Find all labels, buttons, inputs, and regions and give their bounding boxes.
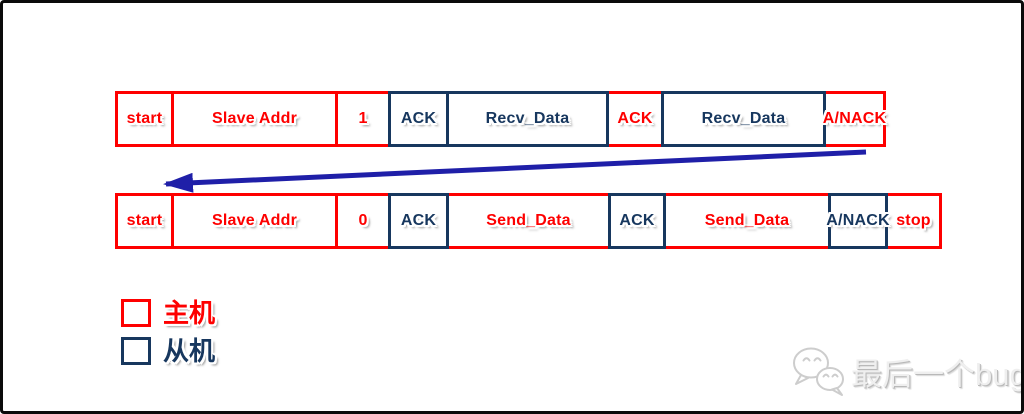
slave-swatch [121,337,151,365]
frame-cell-ack: ACK [606,91,664,147]
frame-cell-a-nack: A/NACK [826,193,890,249]
frame-cell-send-data: Send_Data [663,193,831,249]
frame-cell-label: Recv_Data [485,110,570,127]
frame-cell-label: A/NACK [826,212,890,229]
legend-item-slave: 从机 [121,337,215,365]
frame-cell-ack: ACK [608,193,666,249]
legend-label-slave: 从机 [163,336,216,366]
watermark: 最后一个bug [789,343,1024,399]
frame-cell-label: start [126,110,163,127]
frame-cell-send-data: Send_Data [446,193,611,249]
frame-cell-label: start [126,212,163,229]
legend-label-master: 主机 [163,298,216,328]
frame-cell-label: Recv_Data [701,110,786,127]
frame-cell-ack: ACK [388,91,449,147]
frame-cell-1: 1 [335,91,391,147]
frame-cell-ack: ACK [388,193,449,249]
frame-cell-label: ACK [619,212,655,229]
frame-cell-label: Slave Addr [212,212,297,229]
frame-cell-label: Send_Data [486,212,571,229]
frame-cell-recv-data: Recv_Data [661,91,826,147]
master-swatch [121,299,151,327]
frame-cell-label: Slave Addr [212,110,297,127]
legend: 主机 从机 [121,299,215,375]
frame-cell-a-nack: A/NACK [823,91,886,147]
frame-cell-label: stop [896,212,931,229]
legend-item-master: 主机 [121,299,215,327]
frame-cell-recv-data: Recv_Data [446,91,609,147]
frame-cell-label: ACK [617,110,653,127]
frame-cell-stop: stop [885,193,942,249]
frame-cell-start: start [115,193,174,249]
frame-cell-label: ACK [400,212,437,229]
frame-cell-0: 0 [335,193,391,249]
wechat-icon [793,347,844,396]
read-frame-row: start Slave Addr 1 ACK Recv_Data ACK Recv_Data… [115,91,886,147]
watermark-text: 最后一个bug [851,356,1024,392]
frame-cell-label: A/NACK [822,110,887,127]
frame-cell-start: start [115,91,174,147]
frame-cell-slave-addr: Slave Addr [171,91,338,147]
frame-cell-slave-addr: Slave Addr [171,193,338,249]
write-frame-row: start Slave Addr 0 ACK Send_Data ACK Send_Data… [115,193,942,249]
transfer-arrow-line [163,149,867,193]
frame-cell-label: 1 [358,110,368,127]
frame-cell-label: Send_Data [704,212,790,229]
frame-cell-label: ACK [400,110,437,127]
frame-cell-label: 0 [358,212,368,229]
